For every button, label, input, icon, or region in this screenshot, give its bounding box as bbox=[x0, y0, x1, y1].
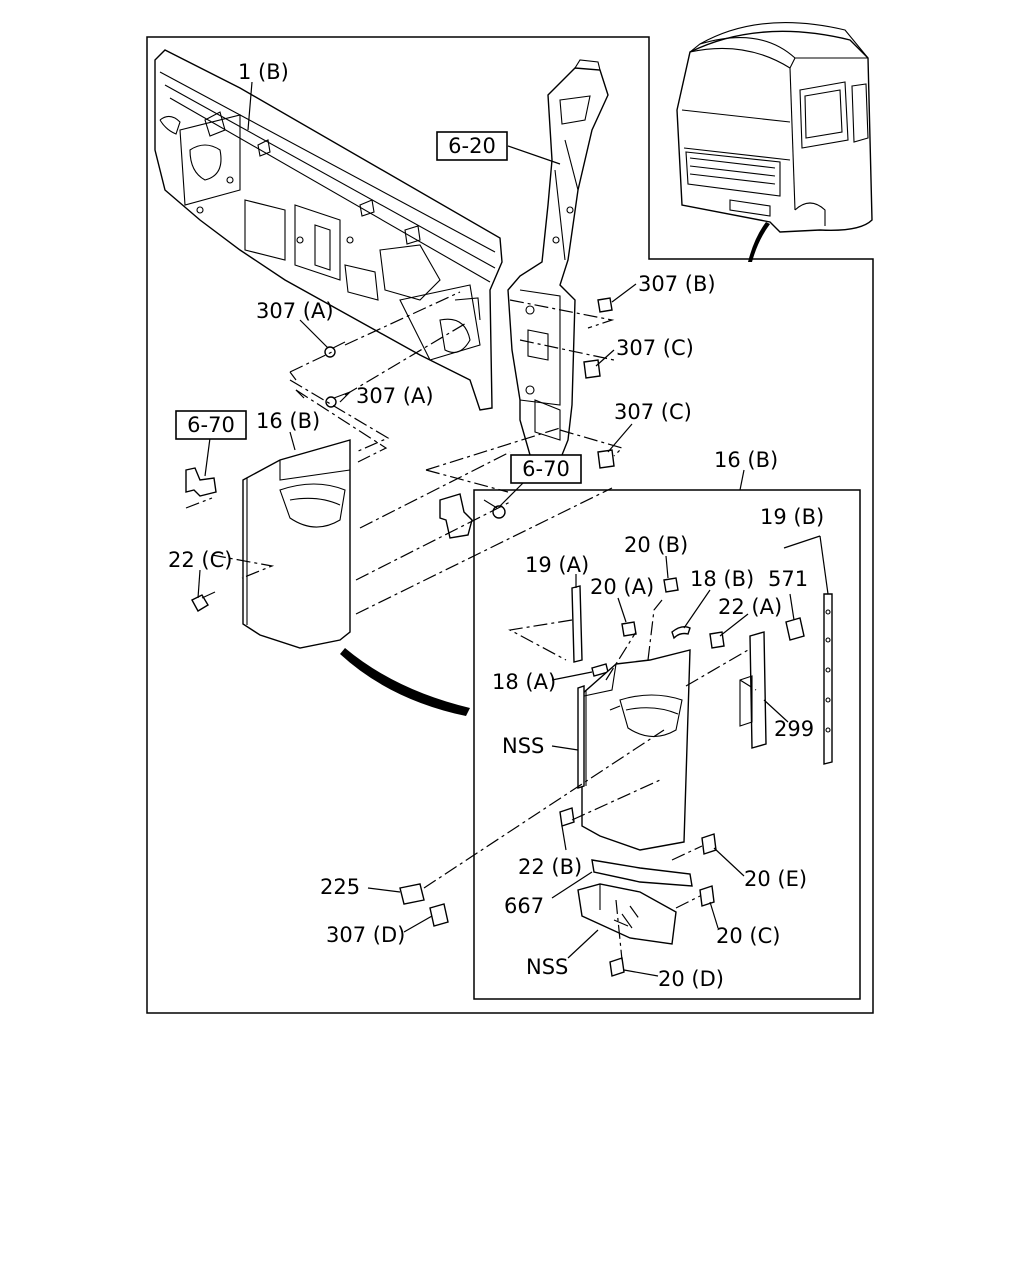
ref-box-6-20 bbox=[436, 131, 508, 161]
label-18b: 18 (B) bbox=[690, 567, 754, 591]
label-307c-bottom: 307 (C) bbox=[614, 400, 692, 424]
ref-box-6-70-left bbox=[175, 410, 247, 440]
ref-box-6-70-mid bbox=[510, 454, 582, 484]
label-nss-2: NSS bbox=[526, 955, 568, 979]
clip-571 bbox=[785, 617, 805, 641]
strip-nss-left bbox=[577, 685, 585, 789]
leader-lines bbox=[197, 81, 829, 977]
clip-307b bbox=[597, 297, 613, 313]
bracket-299 bbox=[739, 631, 767, 749]
label-1b: 1 (B) bbox=[238, 60, 289, 84]
label-22a: 22 (A) bbox=[718, 595, 782, 619]
clip-20b bbox=[663, 577, 679, 593]
label-20e: 20 (E) bbox=[744, 867, 807, 891]
lower-cover-nss bbox=[577, 883, 677, 945]
bracket-667 bbox=[591, 859, 693, 887]
clip-307d bbox=[429, 903, 449, 927]
label-307d: 307 (D) bbox=[326, 923, 405, 947]
clip-307a-top bbox=[324, 341, 346, 358]
label-19a: 19 (A) bbox=[525, 553, 589, 577]
label-307b: 307 (B) bbox=[638, 272, 716, 296]
label-20c: 20 (C) bbox=[716, 924, 780, 948]
label-16b-left: 16 (B) bbox=[256, 409, 320, 433]
connection-lines-left bbox=[185, 291, 624, 615]
label-nss-1: NSS bbox=[502, 734, 544, 758]
bracket-225 bbox=[399, 883, 425, 905]
label-571: 571 bbox=[768, 567, 808, 591]
bolt-mid bbox=[483, 499, 506, 519]
clip-20a bbox=[621, 621, 637, 637]
clip-20d bbox=[609, 957, 625, 977]
detail-frame bbox=[473, 489, 861, 1000]
corner-panel-16b-detail bbox=[581, 649, 691, 851]
bracket-6-70-left bbox=[185, 467, 217, 497]
ref-label-6-70-left: 6-70 bbox=[187, 413, 235, 437]
connection-lines-detail bbox=[423, 599, 757, 961]
label-22b: 22 (B) bbox=[518, 855, 582, 879]
main-frame bbox=[146, 36, 874, 1014]
label-20b: 20 (B) bbox=[624, 533, 688, 557]
bracket-6-70-mid bbox=[439, 493, 473, 539]
label-16b-right: 16 (B) bbox=[714, 448, 778, 472]
ref-label-6-20: 6-20 bbox=[448, 134, 496, 158]
pillar-6-20 bbox=[507, 59, 609, 461]
truck-cab-illustration bbox=[676, 22, 873, 262]
label-307a-top: 307 (A) bbox=[256, 299, 334, 323]
label-22c: 22 (C) bbox=[168, 548, 232, 572]
clip-307c-top bbox=[583, 359, 601, 379]
clip-20c bbox=[699, 885, 715, 907]
label-667: 667 bbox=[504, 894, 544, 918]
label-19b: 19 (B) bbox=[760, 505, 824, 529]
label-307a-bottom: 307 (A) bbox=[356, 384, 434, 408]
ref-label-6-70-mid: 6-70 bbox=[522, 457, 570, 481]
corner-panel-16b-left bbox=[242, 439, 470, 716]
bolt-22c bbox=[191, 591, 216, 612]
clip-20e bbox=[701, 833, 717, 855]
label-18a: 18 (A) bbox=[492, 670, 556, 694]
label-307c-top: 307 (C) bbox=[616, 336, 694, 360]
label-20a: 20 (A) bbox=[590, 575, 654, 599]
label-225: 225 bbox=[320, 875, 360, 899]
clip-307c-bottom bbox=[597, 449, 615, 469]
clip-18b bbox=[671, 625, 691, 640]
strip-19b bbox=[823, 593, 833, 765]
label-20d: 20 (D) bbox=[658, 967, 724, 991]
strip-19a bbox=[508, 585, 583, 663]
bolt-22b bbox=[559, 807, 575, 827]
label-299: 299 bbox=[774, 717, 814, 741]
dash-panel-1b bbox=[154, 49, 503, 411]
